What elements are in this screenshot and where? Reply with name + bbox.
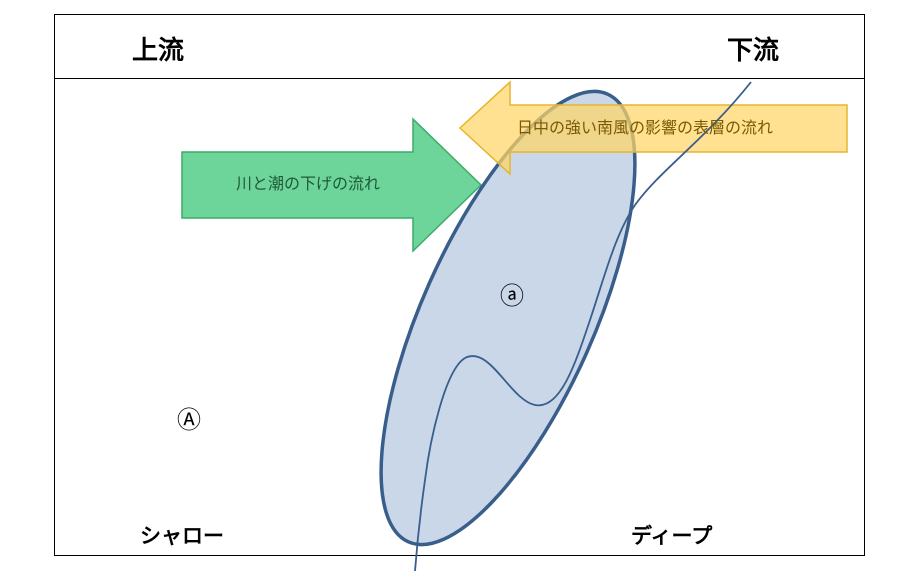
upstream-label: 上流 bbox=[132, 36, 185, 66]
south-wind-arrow bbox=[458, 80, 848, 176]
shallow-label: シャロー bbox=[140, 524, 224, 548]
river-tide-arrow-label: 川と潮の下げの流れ bbox=[236, 174, 381, 193]
zone-small-a-label: ⓐ bbox=[500, 282, 524, 310]
deep-label: ディープ bbox=[631, 524, 713, 548]
channel-contour-line bbox=[414, 81, 752, 571]
diagram-frame bbox=[54, 14, 865, 556]
zone-a-ellipse bbox=[379, 89, 637, 547]
river-tide-arrow bbox=[181, 117, 483, 253]
south-wind-arrow-label: 日中の強い南風の影響の表層の流れ bbox=[517, 118, 774, 137]
downstream-label: 下流 bbox=[727, 36, 780, 66]
zone-large-a-label: Ⓐ bbox=[177, 406, 201, 434]
